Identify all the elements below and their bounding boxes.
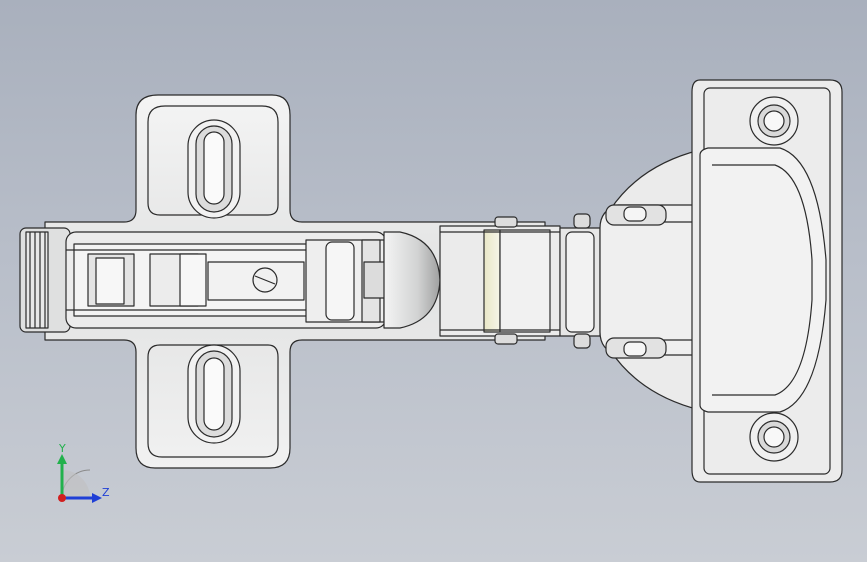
orientation-triad: Y Z	[50, 440, 120, 510]
origin-point	[58, 494, 66, 502]
triad-graphic	[57, 454, 102, 503]
end-cap	[19, 227, 71, 333]
mounting-plate-inner-top	[147, 105, 279, 216]
screw-hole-bottom	[749, 412, 799, 462]
screw-hole-top	[749, 96, 799, 146]
slot-hole-top	[187, 119, 241, 219]
mounting-plate-inner-bottom	[147, 344, 279, 458]
z-axis-label: Z	[102, 486, 110, 499]
adjustment-screw	[252, 267, 278, 293]
y-axis-label: Y	[59, 442, 66, 455]
slot-hole-bottom	[187, 344, 241, 444]
